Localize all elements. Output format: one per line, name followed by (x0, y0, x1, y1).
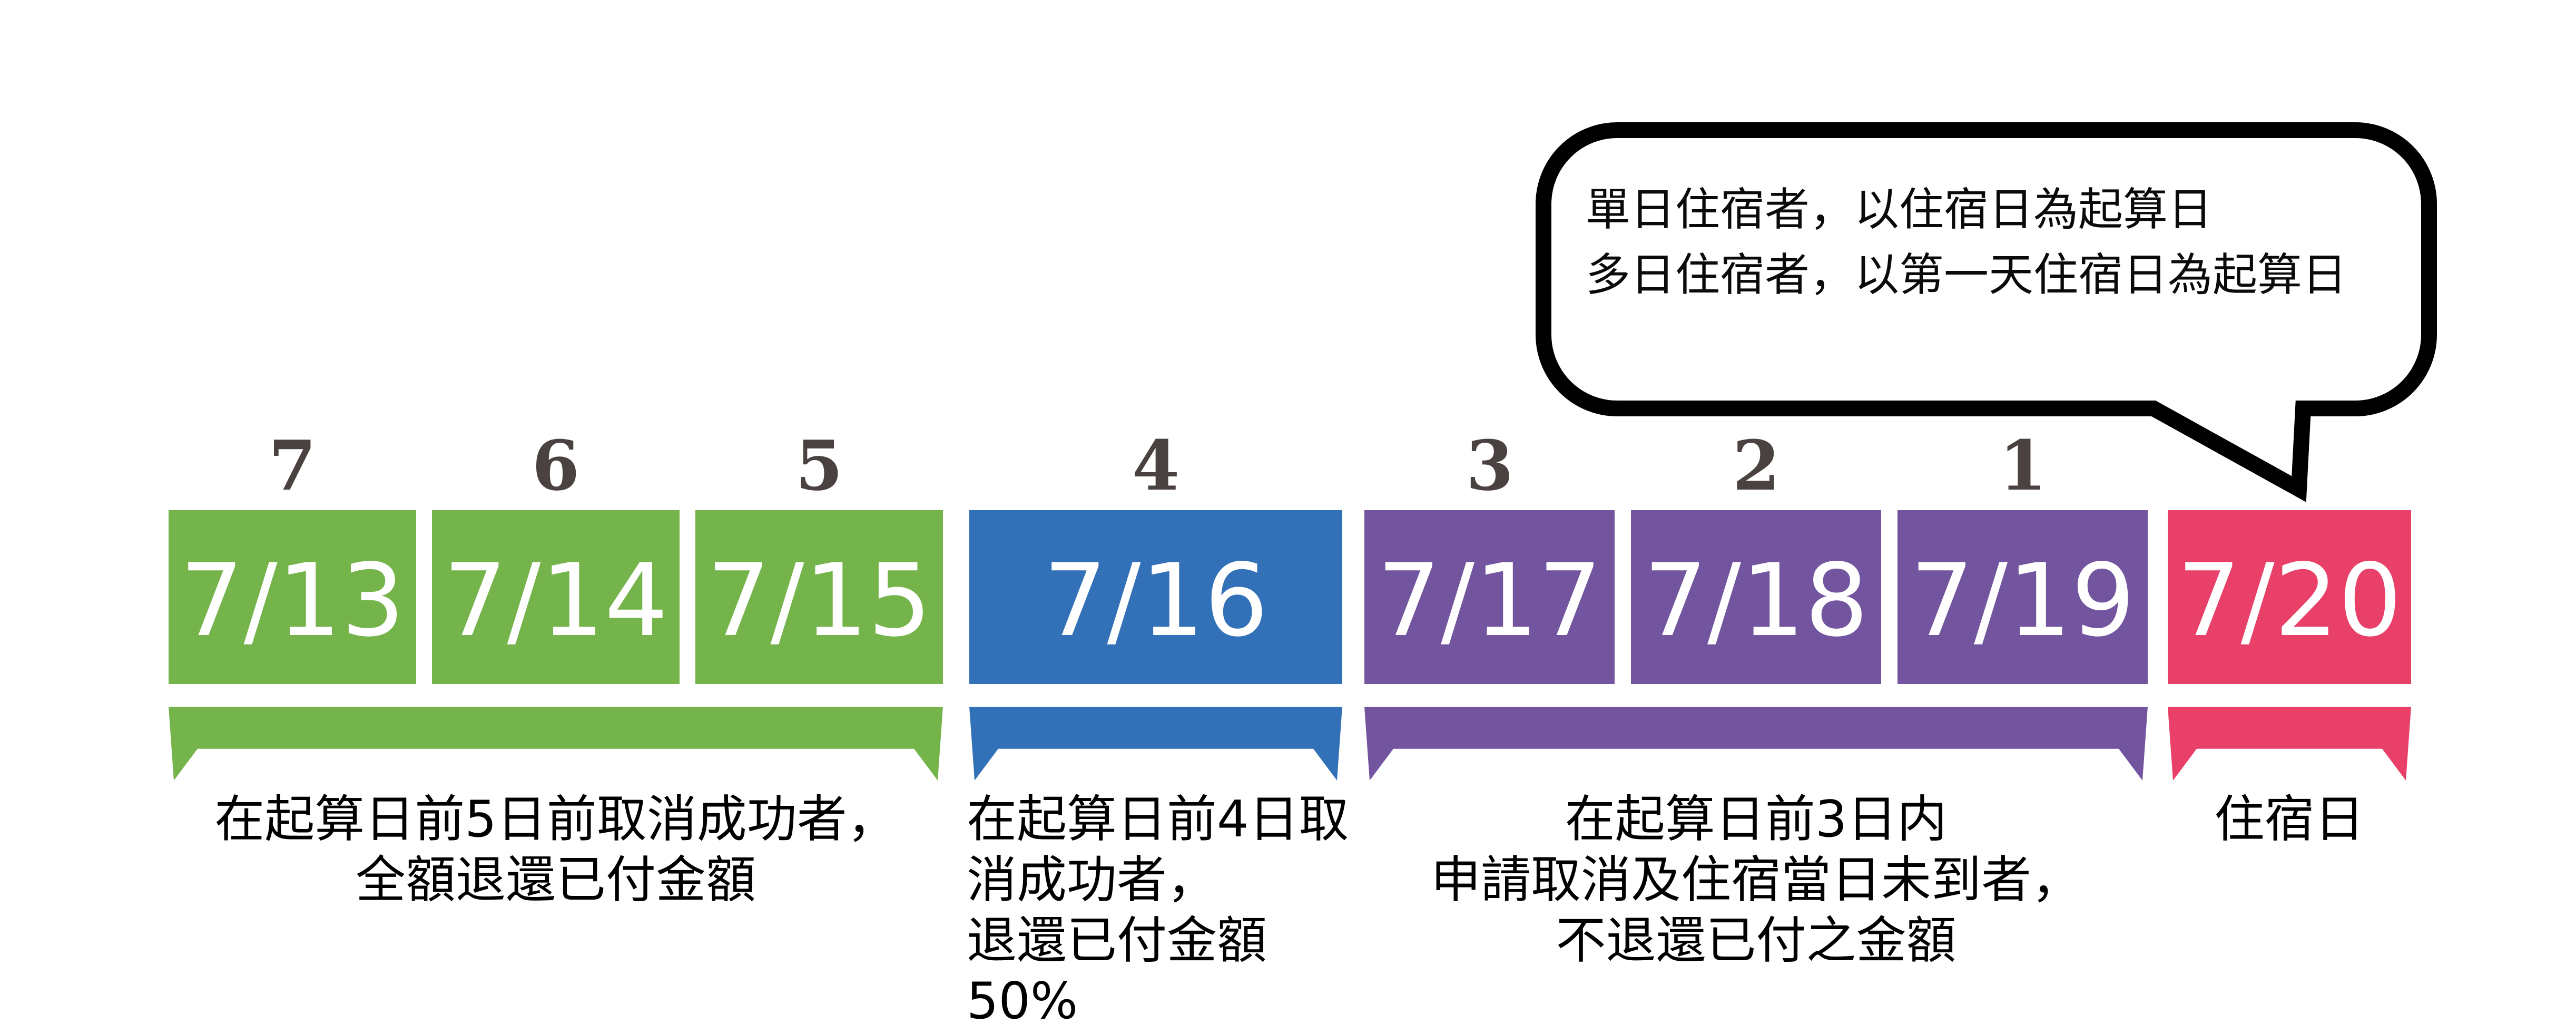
note-full-refund-line-1: 在起算日前5日前取消成功者， (214, 791, 897, 849)
callout-text: 單日住宿者，以住宿日為起算日 多日住宿者，以第一天住宿日為起算日 (1586, 178, 2347, 308)
bracket-full-refund (169, 707, 943, 781)
day-box-7-17: 7/17 (1364, 510, 1615, 684)
note-full-refund: 在起算日前5日前取消成功者， 全額退還已付金額 (169, 789, 943, 911)
countdown-label-4: 4 (1132, 425, 1180, 506)
day-box-7-19: 7/19 (1897, 510, 2148, 684)
note-no-refund: 在起算日前3日内 申請取消及住宿當日未到者， 不退還已付之金額 (1364, 789, 2148, 971)
countdown-label-1: 1 (1999, 425, 2047, 506)
countdown-label-3: 3 (1466, 425, 1514, 506)
callout-line-1: 單日住宿者，以住宿日為起算日 (1586, 184, 2213, 236)
note-half-refund-line-2: 消成功者， (967, 851, 1217, 909)
note-stay-day: 住宿日 (2168, 789, 2411, 850)
day-box-7-13: 7/13 (169, 510, 416, 684)
callout-bubble-outline (1536, 122, 2437, 502)
note-half-refund-line-1: 在起算日前4日取 (967, 791, 1349, 849)
day-box-7-20: 7/20 (2168, 510, 2411, 684)
note-half-refund-line-3: 退還已付金額50% (967, 912, 1267, 1024)
note-full-refund-line-2: 全額退還已付金額 (355, 851, 756, 909)
countdown-label-7: 7 (268, 425, 317, 506)
bracket-stay-day (2168, 707, 2411, 781)
callout-bubble (1536, 122, 2437, 502)
note-no-refund-line-1: 在起算日前3日内 (1565, 791, 1948, 849)
bracket-no-refund (1364, 707, 2148, 781)
countdown-label-2: 2 (1732, 425, 1781, 506)
note-no-refund-line-3: 不退還已付之金額 (1556, 912, 1956, 970)
note-half-refund: 在起算日前4日取 消成功者， 退還已付金額50% (967, 789, 1367, 1024)
day-box-7-14: 7/14 (432, 510, 680, 684)
note-no-refund-line-2: 申請取消及住宿當日未到者， (1430, 851, 2081, 909)
note-stay-day-line-1: 住宿日 (2214, 791, 2365, 849)
day-box-7-16: 7/16 (969, 510, 1342, 684)
countdown-label-6: 6 (532, 425, 580, 506)
day-box-7-18: 7/18 (1631, 510, 1881, 684)
callout-line-2: 多日住宿者，以第一天住宿日為起算日 (1586, 249, 2347, 301)
bracket-half-refund (969, 707, 1342, 781)
day-box-7-15: 7/15 (695, 510, 943, 684)
countdown-label-5: 5 (795, 425, 843, 506)
